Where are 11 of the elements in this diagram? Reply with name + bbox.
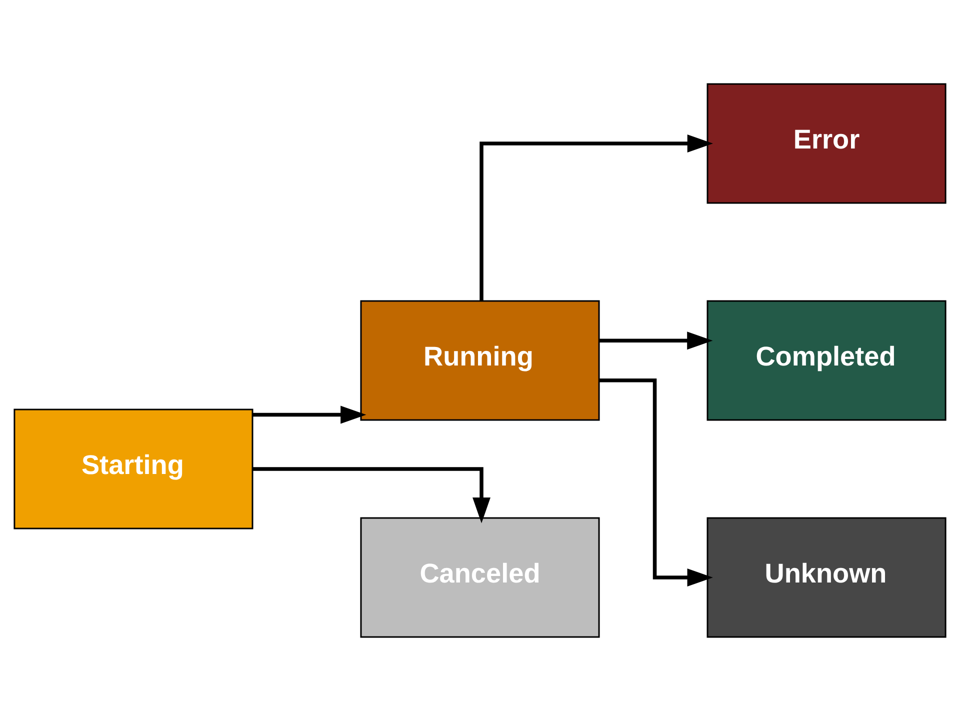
node-box: Starting [14,408,254,529]
arrow [599,378,713,586]
node-box: Unknown [706,516,946,638]
node-box: Running [360,300,600,420]
arrow [252,405,366,424]
arrow [599,331,713,350]
node-box: Canceled [360,516,600,638]
arrow [480,134,713,300]
node-box: Completed [706,300,946,420]
node-box: Error [706,82,946,204]
arrow [252,466,490,523]
